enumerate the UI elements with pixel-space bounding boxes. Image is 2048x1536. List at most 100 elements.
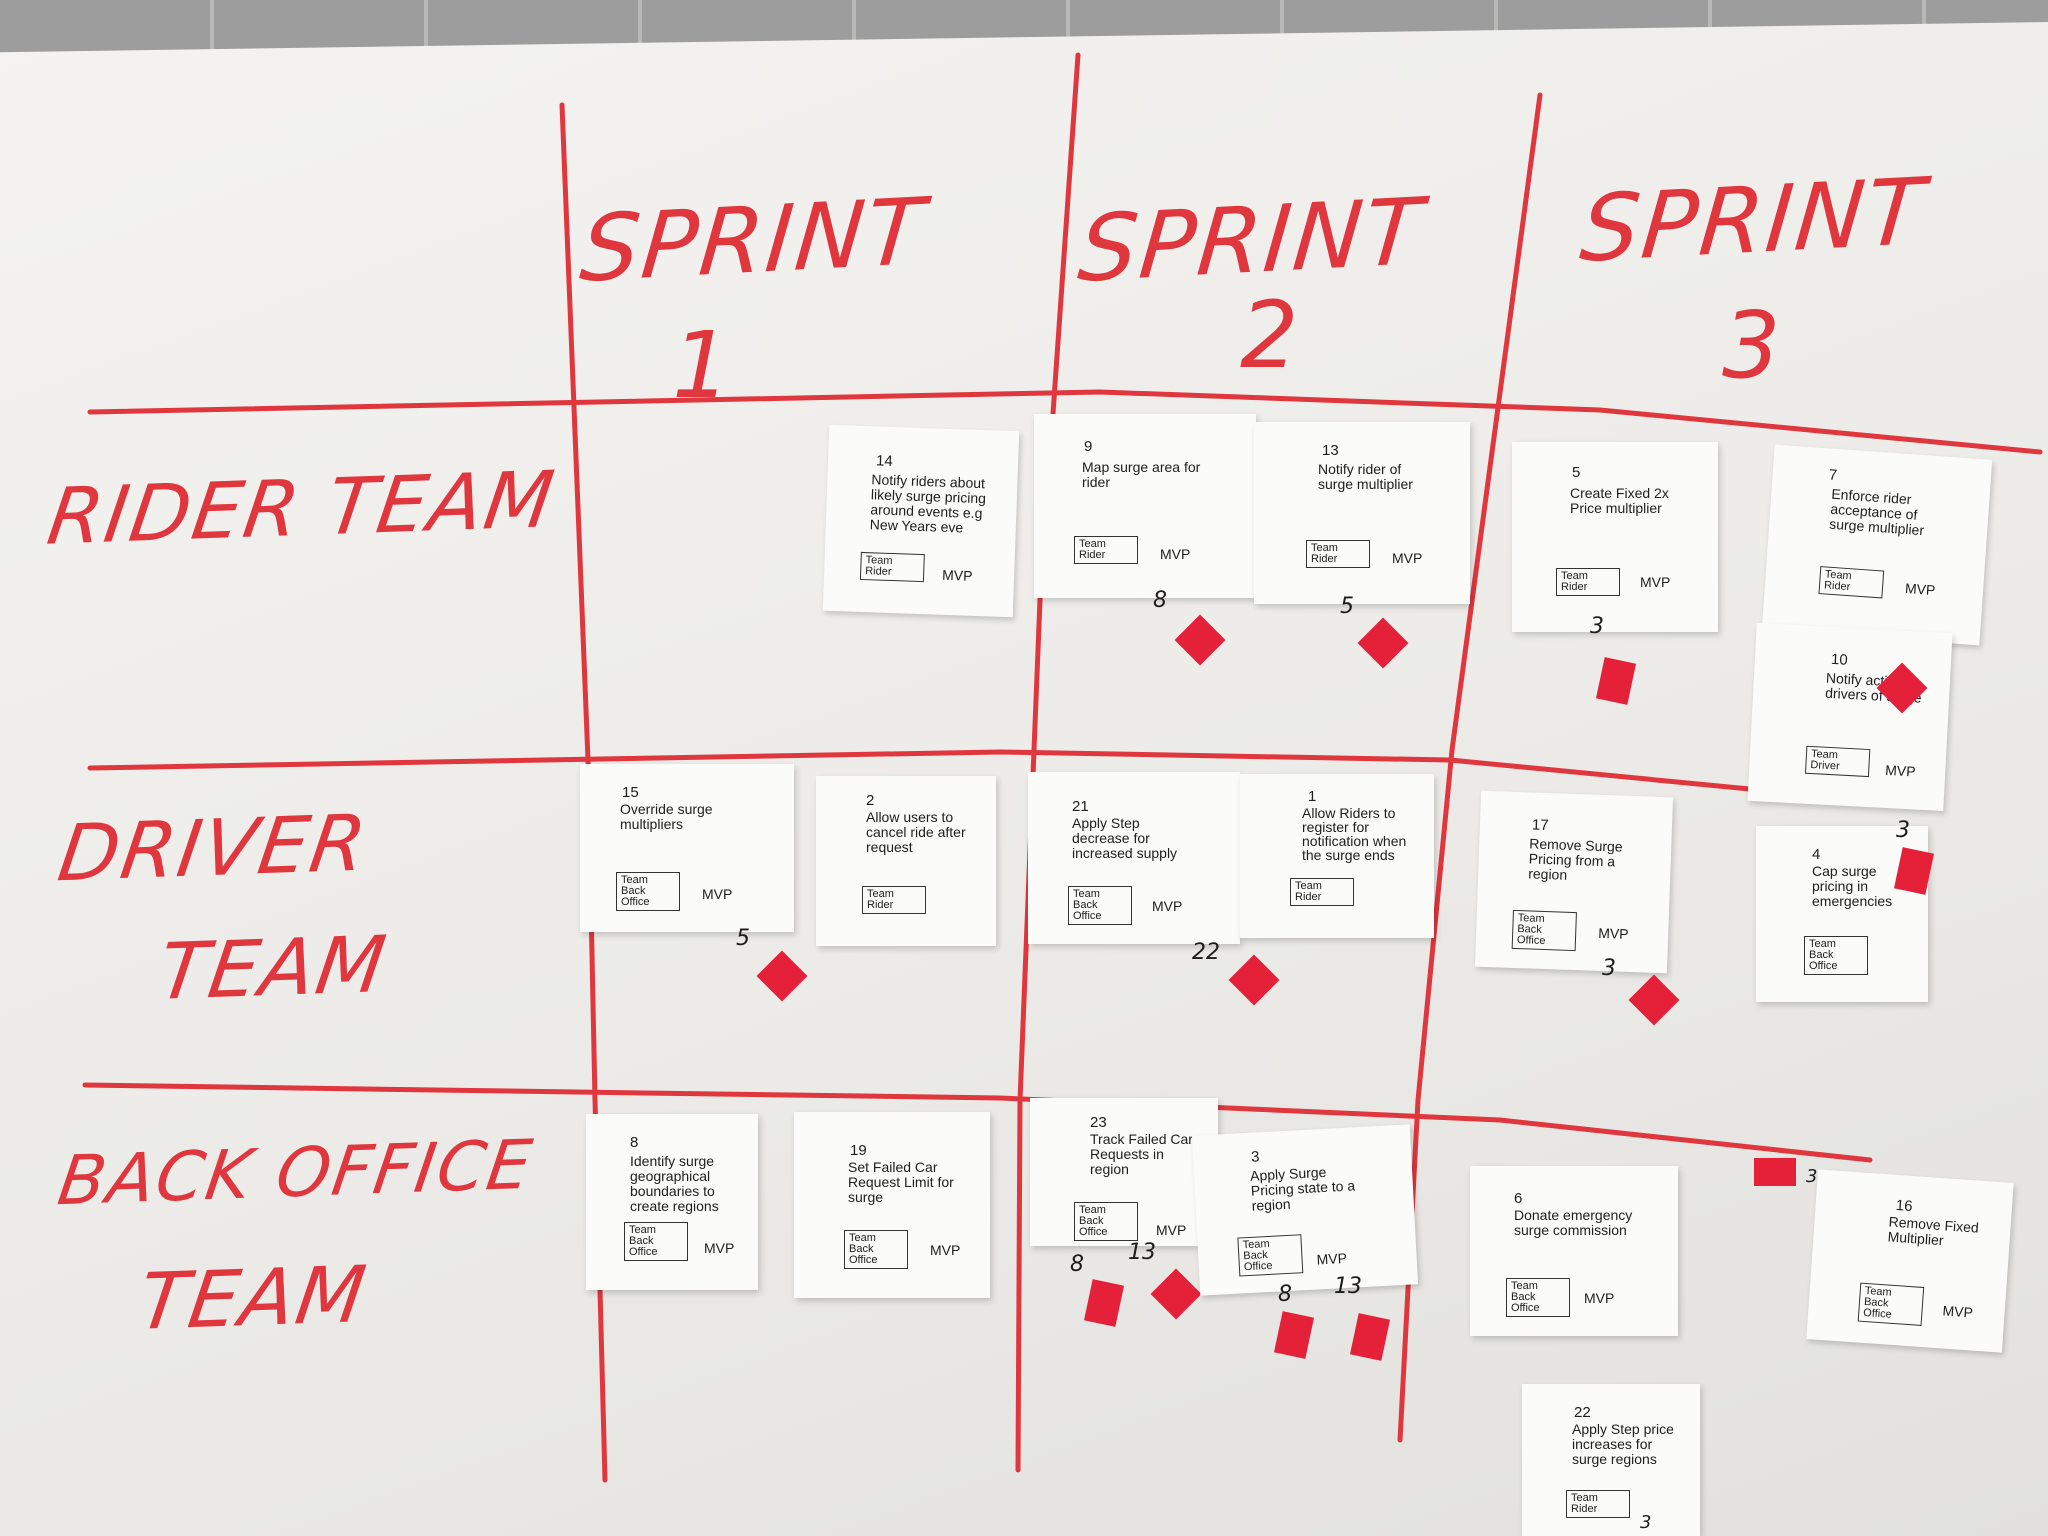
story-note-22[interactable]: 22 Apply Step price increases for surge …	[1522, 1384, 1700, 1536]
note-title: Donate emergency surge commission	[1514, 1207, 1633, 1238]
rider-team-label: RIDER TEAM	[42, 455, 561, 563]
note-team-tag: Team Back Office	[1804, 936, 1868, 975]
story-note-6[interactable]: 6 Donate emergency surge commission Team…	[1470, 1166, 1678, 1336]
note-team-tag: Team Rider	[859, 551, 925, 583]
back-office-team-label-2: TEAM	[133, 1250, 373, 1348]
story-note-1[interactable]: 1 Allow Riders to register for notificat…	[1240, 774, 1434, 938]
estimate-label: 3	[1640, 1512, 1652, 1533]
story-note-4[interactable]: 4 Cap surge pricing in emergencies Team …	[1756, 826, 1928, 1002]
estimate-label: 5	[736, 926, 750, 951]
note-team-tag: Team Back Office	[1506, 1278, 1570, 1317]
story-note-9[interactable]: 9 Map surge area for rider Team Rider MV…	[1034, 414, 1256, 598]
note-number: 10	[1830, 650, 1849, 669]
note-team-tag: Team Back Office	[844, 1230, 908, 1269]
note-team-tag: Team Rider	[1556, 568, 1620, 596]
note-number: 1	[1308, 788, 1317, 805]
note-team-tag: Team Rider	[1818, 566, 1885, 599]
estimate-label: 8	[1070, 1252, 1084, 1277]
story-note-3[interactable]: 3 Apply Surge Pricing state to a region …	[1191, 1124, 1419, 1296]
note-number: 2	[866, 792, 875, 809]
note-mvp-tag: MVP	[941, 566, 973, 584]
note-title: Set Failed Car Request Limit for surge	[848, 1159, 954, 1205]
note-number: 6	[1514, 1190, 1523, 1207]
story-note-7[interactable]: 7 Enforce rider acceptance of surge mult…	[1761, 444, 1993, 646]
story-note-15[interactable]: 15 Override surge multipliers Team Back …	[580, 764, 794, 932]
note-title: Allow Riders to register for notificatio…	[1302, 805, 1407, 863]
note-team-tag: Team Rider	[1074, 536, 1138, 564]
note-team-tag: Team Rider	[1566, 1490, 1630, 1518]
note-team-tag: Team Back Office	[1857, 1282, 1925, 1326]
estimate-label: 22	[1192, 940, 1220, 965]
note-title: Map surge area for rider	[1082, 459, 1201, 490]
sprint-3-header: SPRINT	[1576, 158, 1930, 283]
note-number: 7	[1828, 466, 1838, 485]
estimate-label-2: 13	[1128, 1240, 1156, 1265]
story-note-13[interactable]: 13 Notify rider of surge multiplier Team…	[1254, 422, 1470, 604]
note-title: Apply Step price increases for surge reg…	[1572, 1421, 1674, 1467]
note-number: 5	[1572, 464, 1581, 481]
note-mvp-tag: MVP	[1392, 550, 1423, 566]
note-team-tag: Team Back Office	[616, 872, 680, 911]
note-number: 23	[1090, 1114, 1107, 1131]
story-note-10[interactable]: 10 Notify active drivers of surge Team D…	[1747, 622, 1953, 812]
note-team-tag: Team Driver	[1804, 745, 1871, 778]
story-note-2[interactable]: 2 Allow users to cancel ride after reque…	[816, 776, 996, 946]
note-number: 14	[875, 452, 894, 470]
note-number: 16	[1895, 1196, 1914, 1216]
story-note-23[interactable]: 23 Track Failed Car Requests in region T…	[1030, 1098, 1218, 1246]
driver-team-label-2: TEAM	[153, 920, 393, 1018]
note-mvp-tag: MVP	[1584, 1290, 1615, 1306]
note-title: Identify surge geographical boundaries t…	[630, 1153, 719, 1214]
estimate-label-2: 13	[1334, 1274, 1362, 1299]
note-mvp-tag: MVP	[1640, 574, 1671, 590]
sprint-3-number: 3	[1722, 292, 1781, 399]
estimate-label: 3	[1602, 956, 1616, 981]
story-note-5[interactable]: 5 Create Fixed 2x Price multiplier Team …	[1512, 442, 1718, 632]
note-mvp-tag: MVP	[704, 1240, 735, 1256]
sprint-1-number: 1	[672, 312, 731, 419]
note-team-tag: Team Back Office	[1511, 909, 1577, 952]
note-title: Allow users to cancel ride after request	[866, 809, 966, 855]
note-team-tag: Team Rider	[1306, 540, 1370, 568]
driver-team-label: DRIVER	[52, 798, 374, 900]
estimate-label: 8	[1153, 588, 1167, 613]
note-number: 9	[1084, 438, 1093, 455]
back-office-team-label: BACK OFFICE	[53, 1125, 539, 1222]
priority-dot	[1754, 1158, 1796, 1186]
note-number: 22	[1574, 1404, 1591, 1421]
note-title: Apply Surge Pricing state to a region	[1249, 1163, 1356, 1214]
story-note-8[interactable]: 8 Identify surge geographical boundaries…	[586, 1114, 758, 1290]
note-mvp-tag: MVP	[1156, 1222, 1187, 1238]
note-title: Remove Surge Pricing from a region	[1527, 835, 1623, 883]
note-title: Apply Step decrease for increased supply	[1072, 815, 1178, 861]
note-team-tag: Team Back Office	[1074, 1202, 1138, 1241]
note-number: 17	[1531, 816, 1549, 835]
note-number: 4	[1812, 846, 1821, 863]
note-title: Remove Fixed Multiplier	[1887, 1213, 1980, 1249]
sprint-1-header: SPRINT	[576, 178, 930, 303]
note-title: Enforce rider acceptance of surge multip…	[1828, 485, 1925, 539]
estimate-label: 3	[1806, 1166, 1818, 1187]
note-mvp-tag: MVP	[1160, 546, 1191, 562]
note-mvp-tag: MVP	[1597, 924, 1629, 942]
story-note-17[interactable]: 17 Remove Surge Pricing from a region Te…	[1474, 790, 1674, 974]
note-mvp-tag: MVP	[1152, 898, 1183, 914]
note-team-tag: Team Back Office	[1068, 886, 1132, 925]
note-mvp-tag: MVP	[702, 886, 733, 902]
note-team-tag: Team Back Office	[624, 1222, 688, 1261]
estimate-label: 5	[1340, 594, 1354, 619]
note-mvp-tag: MVP	[930, 1242, 961, 1258]
note-title: Override surge multipliers	[620, 801, 713, 832]
note-mvp-tag: MVP	[1884, 761, 1916, 780]
note-team-tag: Team Rider	[1290, 878, 1354, 906]
estimate-label: 8	[1278, 1282, 1292, 1307]
estimate-label: 3	[1590, 614, 1604, 639]
note-title: Track Failed Car Requests in region	[1090, 1131, 1193, 1177]
story-note-14[interactable]: 14 Notify riders about likely surge pric…	[822, 424, 1020, 618]
story-note-16[interactable]: 16 Remove Fixed Multiplier Team Back Off…	[1806, 1169, 2014, 1353]
note-mvp-tag: MVP	[1942, 1302, 1974, 1321]
note-number: 13	[1322, 442, 1339, 459]
note-number: 15	[622, 784, 639, 801]
story-note-19[interactable]: 19 Set Failed Car Request Limit for surg…	[794, 1112, 990, 1298]
story-note-21[interactable]: 21 Apply Step decrease for increased sup…	[1028, 772, 1240, 944]
